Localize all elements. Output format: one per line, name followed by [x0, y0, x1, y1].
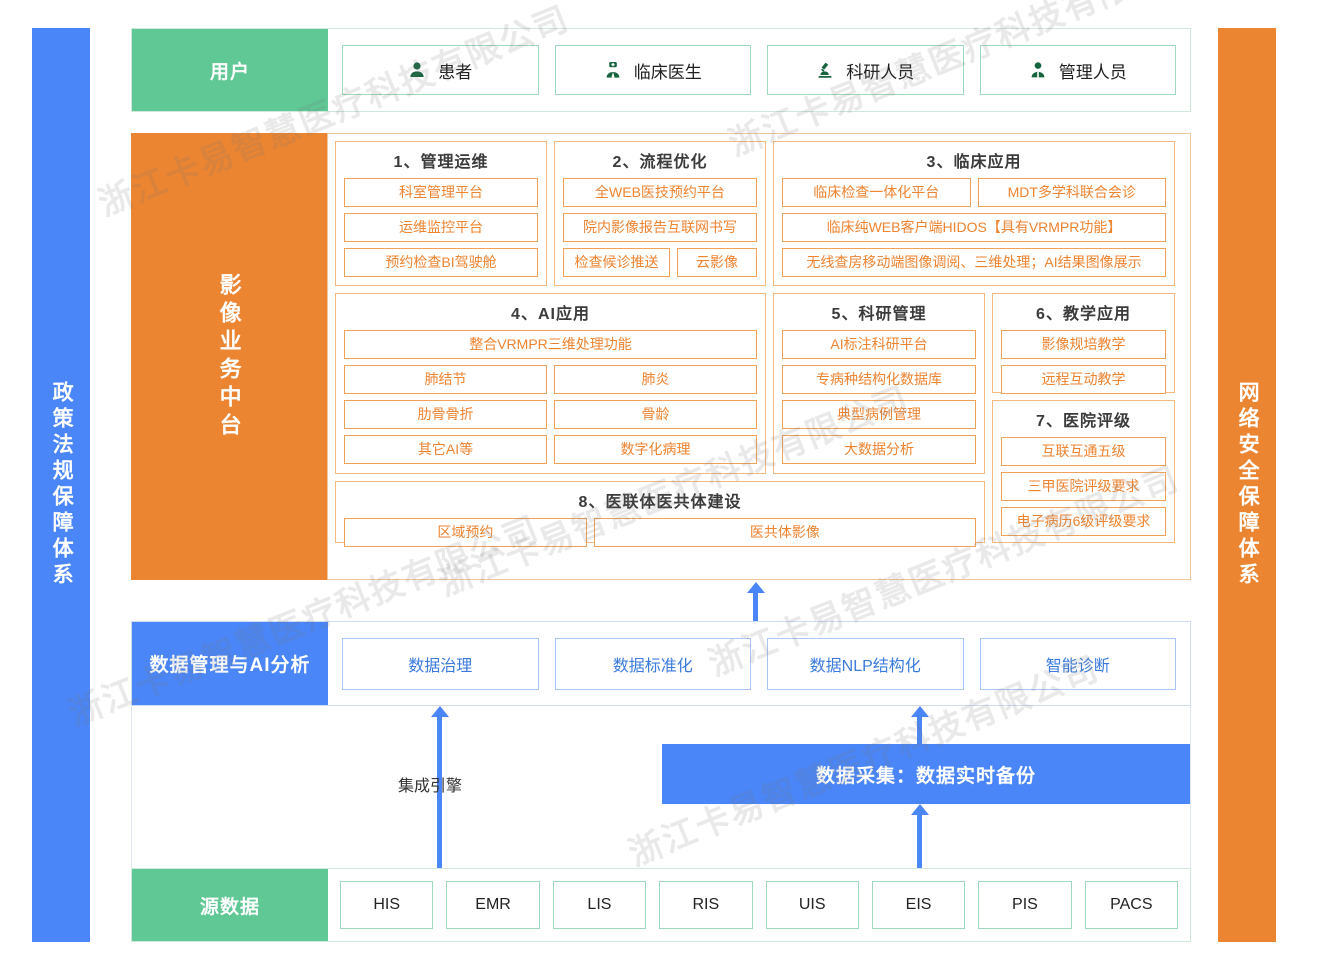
user-chip-label: 患者: [438, 62, 473, 82]
group-item[interactable]: 云影像: [677, 248, 757, 277]
data-chip-intelligent-diagnosis[interactable]: 智能诊断: [979, 637, 1176, 690]
group-management-ops: 1、管理运维 科室管理平台 运维监控平台 预约检查BI驾驶舱: [335, 141, 547, 286]
group-title: 4、AI应用: [511, 306, 590, 323]
arrow-source-to-collect: [917, 814, 922, 868]
data-chip-nlp[interactable]: 数据NLP结构化: [767, 637, 964, 690]
sidebar-network-security: 网络安全保障体系: [1218, 28, 1276, 942]
group-item[interactable]: 无线查房移动端图像调阅、三维处理；AI结果图像展示: [782, 248, 1166, 277]
group-item[interactable]: 互联互通五级: [1001, 437, 1166, 466]
group-item[interactable]: 临床检查一体化平台: [782, 178, 971, 207]
sidebar-left-label: 政策法规保障体系: [50, 381, 74, 589]
user-chip-clinician[interactable]: 临床医生: [554, 45, 751, 95]
group-item[interactable]: 临床纯WEB客户端HIDOS【具有VRMPR功能】: [782, 213, 1166, 242]
group-row: 其它AI等 数字化病理: [344, 435, 757, 464]
microscope-icon: [816, 61, 834, 79]
group-item[interactable]: 肺炎: [554, 365, 757, 394]
arrow-integration-engine: [437, 716, 442, 868]
group-row: 肋骨骨折 骨龄: [344, 400, 757, 435]
platform-label: 影像业务中台: [131, 133, 327, 580]
group-item[interactable]: AI标注科研平台: [782, 330, 976, 359]
data-management-band: 数据管理与AI分析 数据治理 数据标准化 数据NLP结构化 智能诊断: [131, 621, 1191, 706]
group-row: 区域预约 医共体影像: [344, 518, 976, 547]
sidebar-right-label: 网络安全保障体系: [1236, 381, 1260, 589]
user-chip-researcher[interactable]: 科研人员: [767, 45, 964, 95]
group-hospital-rating: 7、医院评级 互联互通五级 三甲医院评级要求 电子病历6级评级要求: [992, 400, 1175, 543]
group-ai-application: 4、AI应用 整合VRMPR三维处理功能 肺结节 肺炎 肋骨骨折 骨龄 其它AI…: [335, 293, 766, 474]
user-chip-label: 管理人员: [1058, 62, 1127, 82]
source-chip-uis[interactable]: UIS: [765, 881, 859, 929]
group-item[interactable]: 区域预约: [344, 518, 587, 547]
data-band-body: 数据治理 数据标准化 数据NLP结构化 智能诊断: [328, 622, 1190, 705]
users-band-body: 患者 临床医生 科研人员 管理人员: [328, 29, 1190, 111]
group-item[interactable]: 科室管理平台: [344, 178, 538, 207]
group-research-management: 5、科研管理 AI标注科研平台 专病种结构化数据库 典型病例管理 大数据分析: [773, 293, 985, 474]
group-item[interactable]: 专病种结构化数据库: [782, 365, 976, 394]
group-item[interactable]: 其它AI等: [344, 435, 547, 464]
user-chip-patient[interactable]: 患者: [342, 45, 539, 95]
group-item[interactable]: 运维监控平台: [344, 213, 538, 242]
group-title: 1、管理运维: [393, 154, 489, 171]
source-data-band: 源数据 HIS EMR LIS RIS UIS EIS PIS PACS: [131, 868, 1191, 942]
source-chip-eis[interactable]: EIS: [871, 881, 966, 929]
source-chip-ris[interactable]: RIS: [659, 881, 753, 929]
data-band-label: 数据管理与AI分析: [132, 622, 328, 705]
user-chip-label: 临床医生: [633, 62, 702, 82]
group-item[interactable]: 远程互动教学: [1001, 365, 1166, 394]
source-chip-lis[interactable]: LIS: [552, 881, 647, 929]
group-item[interactable]: 大数据分析: [782, 435, 976, 464]
group-item[interactable]: 整合VRMPR三维处理功能: [344, 330, 757, 359]
data-chip-standardization[interactable]: 数据标准化: [554, 637, 751, 690]
group-item[interactable]: 预约检查BI驾驶舱: [344, 248, 538, 277]
group-title: 5、科研管理: [831, 306, 927, 323]
group-item[interactable]: 肺结节: [344, 365, 547, 394]
users-band: 用户 患者 临床医生 科研人员: [131, 28, 1191, 112]
group-clinical-application: 3、临床应用 临床检查一体化平台 MDT多学科联合会诊 临床纯WEB客户端HID…: [773, 141, 1175, 286]
platform-body: 1、管理运维 科室管理平台 运维监控平台 预约检查BI驾驶舱 2、流程优化 全W…: [327, 133, 1191, 580]
source-chip-pis[interactable]: PIS: [978, 881, 1072, 929]
integration-engine-label: 集成引擎: [398, 778, 463, 795]
arrow-data-to-platform: [753, 592, 758, 621]
group-process-optimization: 2、流程优化 全WEB医技预约平台 院内影像报告互联网书写 检查候诊推送 云影像: [554, 141, 766, 286]
group-title: 8、医联体医共体建设: [578, 494, 742, 511]
platform-label-text: 影像业务中台: [216, 272, 242, 441]
data-chip-governance[interactable]: 数据治理: [342, 637, 539, 690]
group-item[interactable]: 检查候诊推送: [563, 248, 670, 277]
group-row: 肺结节 肺炎: [344, 365, 757, 400]
doctor-icon: [604, 61, 622, 79]
user-icon: [408, 61, 426, 79]
source-chip-emr[interactable]: EMR: [446, 881, 540, 929]
group-teaching-application: 6、教学应用 影像规培教学 远程互动教学: [992, 293, 1175, 394]
group-medical-alliance: 8、医联体医共体建设 区域预约 医共体影像: [335, 481, 985, 547]
group-item[interactable]: 骨龄: [554, 400, 757, 429]
group-item[interactable]: 全WEB医技预约平台: [563, 178, 757, 207]
user-chip-label: 科研人员: [846, 62, 915, 82]
source-chip-pacs[interactable]: PACS: [1084, 881, 1178, 929]
data-collection-label: 数据采集：数据实时备份: [815, 765, 1036, 787]
group-item[interactable]: MDT多学科联合会诊: [977, 178, 1166, 207]
arrow-collect-to-data: [917, 716, 922, 748]
source-band-label: 源数据: [132, 869, 328, 941]
group-item[interactable]: 影像规培教学: [1001, 330, 1166, 359]
group-title: 3、临床应用: [926, 154, 1022, 171]
group-item[interactable]: 肋骨骨折: [344, 400, 547, 429]
group-title: 2、流程优化: [612, 154, 708, 171]
users-band-label: 用户: [132, 29, 328, 111]
manager-icon: [1029, 61, 1047, 79]
group-item[interactable]: 典型病例管理: [782, 400, 976, 429]
group-row: 临床检查一体化平台 MDT多学科联合会诊: [782, 178, 1166, 213]
group-title: 6、教学应用: [1036, 306, 1131, 323]
group-item[interactable]: 医共体影像: [593, 518, 976, 547]
sidebar-policy-regulation: 政策法规保障体系: [32, 28, 90, 942]
group-item[interactable]: 数字化病理: [554, 435, 757, 464]
group-title: 7、医院评级: [1036, 413, 1131, 430]
group-item[interactable]: 三甲医院评级要求: [1001, 472, 1166, 501]
user-chip-administrator[interactable]: 管理人员: [979, 45, 1176, 95]
group-item[interactable]: 电子病历6级评级要求: [1001, 507, 1166, 536]
group-item[interactable]: 院内影像报告互联网书写: [563, 213, 757, 242]
group-row: 检查候诊推送 云影像: [563, 248, 757, 277]
source-chip-his[interactable]: HIS: [340, 881, 434, 929]
source-band-body: HIS EMR LIS RIS UIS EIS PIS PACS: [328, 869, 1190, 941]
data-collection-bar: 数据采集：数据实时备份: [662, 744, 1190, 804]
